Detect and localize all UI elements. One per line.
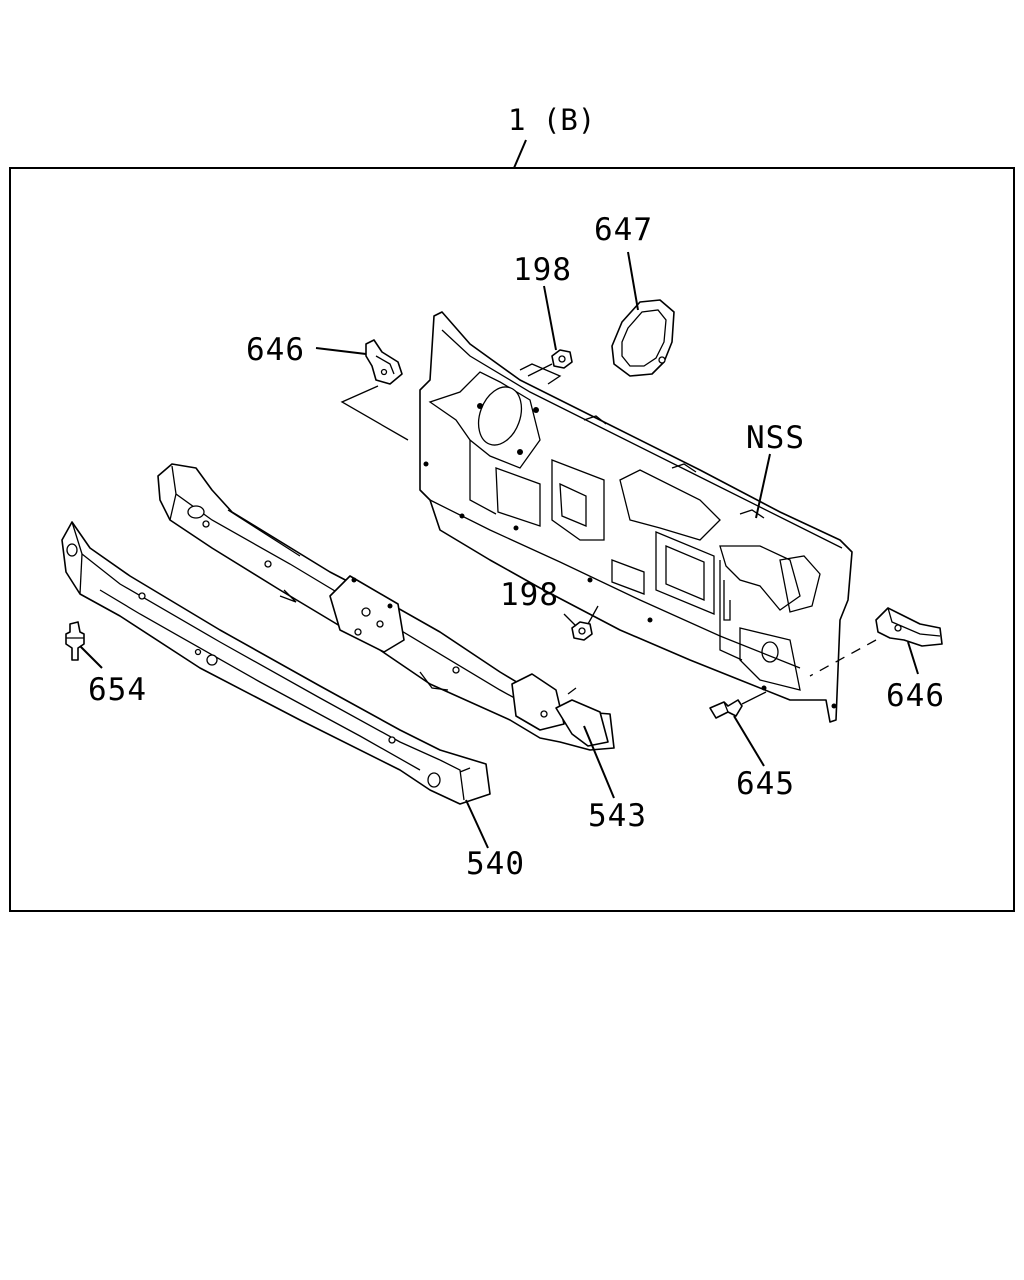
assembly-label: 1 (B) bbox=[508, 103, 595, 137]
leader-646-left bbox=[315, 347, 367, 355]
part-543-upper-member bbox=[157, 463, 615, 751]
assembly-leader-line bbox=[513, 139, 527, 169]
leader-198-middle bbox=[563, 613, 577, 627]
leader-646-right bbox=[907, 641, 919, 675]
callout-198-middle: 198 bbox=[500, 577, 559, 613]
callout-646-right: 646 bbox=[886, 678, 945, 714]
part-540-lower-member bbox=[61, 521, 491, 805]
callout-646-left: 646 bbox=[246, 332, 305, 368]
leader-645 bbox=[733, 715, 765, 767]
part-198-nut-top bbox=[551, 349, 573, 369]
callout-645: 645 bbox=[736, 766, 795, 802]
nut-198-middle-stud-line bbox=[587, 605, 599, 625]
leader-654 bbox=[79, 645, 103, 669]
callout-198-top: 198 bbox=[513, 252, 572, 288]
nut-198-top-stud-line bbox=[527, 363, 553, 377]
part-647-cover-plate bbox=[611, 299, 675, 377]
callout-543: 543 bbox=[588, 798, 647, 834]
bracket-646-left-mount-line bbox=[340, 385, 409, 441]
fastener-645-mount-line bbox=[741, 691, 767, 705]
part-645-fastener bbox=[709, 699, 743, 719]
part-198-nut-middle bbox=[571, 621, 593, 641]
part-646-bracket-left bbox=[365, 339, 403, 385]
leader-543 bbox=[583, 725, 615, 799]
assembly-frame bbox=[9, 167, 1015, 912]
callout-540: 540 bbox=[466, 846, 525, 882]
callout-nss: NSS bbox=[746, 420, 805, 456]
bracket-646-right-mount-line bbox=[809, 639, 877, 677]
leader-647 bbox=[627, 251, 639, 311]
part-dash-panel bbox=[419, 311, 853, 723]
callout-654: 654 bbox=[88, 672, 147, 708]
leader-198-top bbox=[543, 285, 557, 351]
leader-540 bbox=[465, 799, 489, 849]
part-654-clip bbox=[65, 621, 85, 661]
callout-647: 647 bbox=[594, 212, 653, 248]
leader-nss bbox=[755, 453, 771, 519]
part-646-bracket-right bbox=[875, 607, 943, 647]
